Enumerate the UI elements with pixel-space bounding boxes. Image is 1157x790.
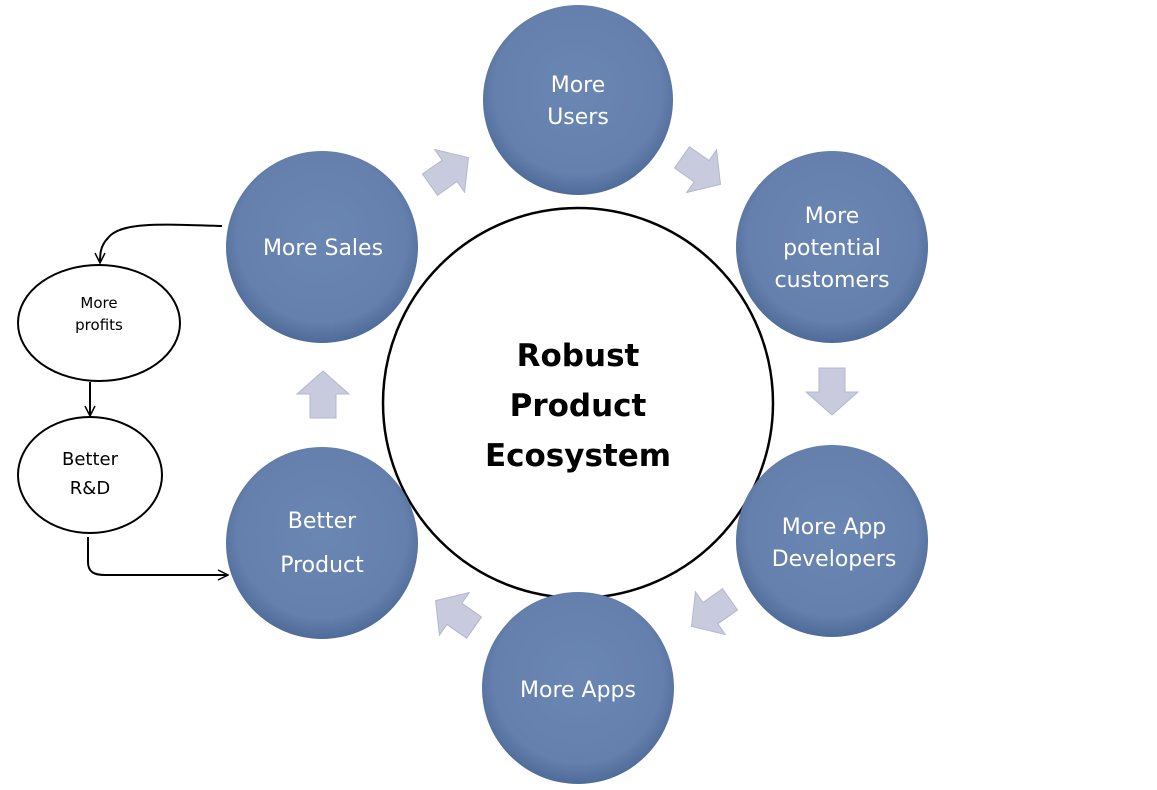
node-label: profits [75, 316, 123, 334]
node-better-product: Better Product [226, 447, 418, 639]
block-arrow-icon [434, 591, 483, 639]
node-label: Product [280, 553, 364, 578]
node-label: More [551, 73, 606, 98]
side-node-more-profits: More profits [17, 264, 181, 382]
node-label: More [805, 204, 860, 229]
node-more-potential-customers: More potential customers [736, 151, 928, 343]
node-label: Better [288, 509, 357, 534]
node-label: R&D [70, 478, 110, 499]
block-arrow-icon [673, 146, 722, 194]
connector-rd-to-product [87, 537, 228, 575]
side-node-better-rd: Better R&D [17, 416, 163, 534]
center-line-2: Product [510, 388, 647, 424]
node-label: Users [547, 105, 609, 130]
node-label: potential [783, 236, 881, 261]
block-arrow-icon [804, 367, 860, 416]
node-more-app-developers: More App Developers [736, 445, 928, 637]
block-arrow-icon [421, 148, 470, 196]
center-line-1: Robust [517, 338, 640, 374]
node-label: Better [62, 449, 119, 470]
center-line-3: Ecosystem [485, 438, 671, 474]
block-arrow-icon [295, 370, 351, 419]
node-more-users: More Users [483, 5, 673, 195]
node-label: Developers [772, 547, 897, 572]
block-arrow-icon [690, 588, 739, 636]
node-label: customers [774, 268, 889, 293]
connector-sales-to-profits [100, 223, 223, 263]
node-label: More Apps [520, 678, 636, 703]
node-more-sales: More Sales [226, 151, 418, 343]
node-more-apps: More Apps [482, 592, 674, 784]
center-circle: Robust Product Ecosystem [381, 206, 775, 600]
node-label: More [80, 294, 117, 312]
node-label: More App [782, 515, 887, 540]
node-label: More Sales [263, 236, 383, 261]
